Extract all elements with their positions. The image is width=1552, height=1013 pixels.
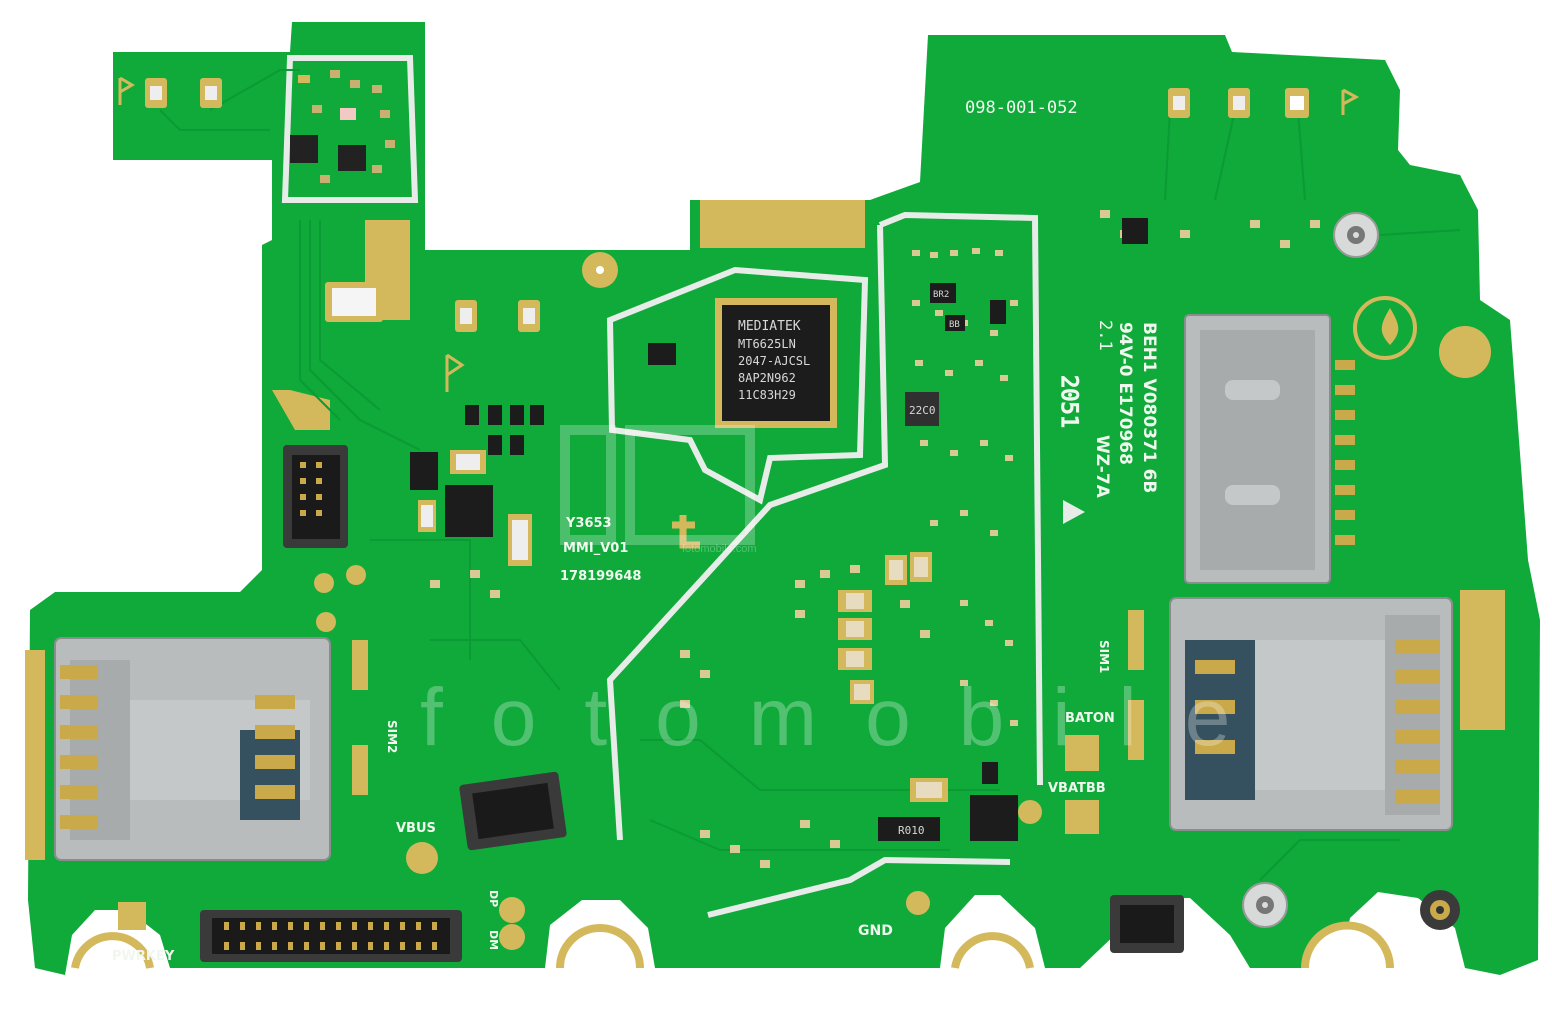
br2-label: BR2 [933,290,949,300]
chip-line-2: 2047-AJCSL [738,354,810,368]
ul-line-2: 94V-0 E170968 [1115,322,1135,465]
dm-label: DM [487,930,500,950]
sim2-label: SIM2 [385,720,399,753]
date-code-label: 2051 [1056,375,1081,428]
moisture-indicator-icon [1353,296,1417,360]
pwrkey-label: PWRKEY [112,949,175,964]
sim-slot-left [54,637,331,861]
connector-pins [224,462,437,950]
mounting-holes [71,258,1394,969]
antenna-markers [118,76,1360,392]
watermark-small-text: fotomobile.com [682,543,757,555]
connectors [200,445,1184,962]
gnd-label: GND [858,923,893,939]
chip-line-4: 11C83H29 [738,388,796,402]
serial-label: 178199648 [560,569,641,584]
dp-label: DP [487,890,500,907]
chip-line-3: 8AP2N962 [738,371,796,385]
chip-line-1: MT6625LN [738,337,796,351]
version-label: MMI_V01 [563,541,628,556]
mediatek-chip: MEDIATEK MT6625LN 2047-AJCSL 8AP2N962 11… [648,298,837,428]
shield-frames [281,55,1043,918]
sim1-label: SIM1 [1097,640,1111,673]
chip-brand: MEDIATEK [738,319,801,334]
silkscreen-labels: 098-001-052 Y3653 MMI_V01 178199648 VBUS… [112,98,1159,964]
capacitors: 22C0 [838,392,948,802]
traces [159,69,1461,881]
rf-components-top-left [290,70,395,183]
rf-coax-connectors [1242,212,1460,930]
water-drop-icon [1381,308,1399,345]
sim-slot-right [1169,597,1453,831]
resistor-label: R010 [898,824,925,837]
manufacturer-logo [672,515,700,549]
sd-card-slot [1184,314,1355,584]
power-components [410,405,544,566]
antenna-pads [145,78,1309,332]
watermark-text: fotomobile [420,672,1278,763]
watermark: fotomobile fotomobile.com [420,425,1278,763]
ul-line-1: WZ-7A [1092,435,1112,499]
bb-label: BB [949,320,960,330]
inductor-label: 22C0 [909,404,936,417]
board-logos [672,296,1417,549]
model-code-label: Y3653 [565,516,612,531]
ul-line-3: BEH1 V080371 6B [1139,322,1159,493]
vbus-label: VBUS [396,821,436,836]
small-ics: BR2 BB R010 [878,218,1148,841]
recycle-triangle-icon [1063,500,1085,524]
baton-label: BATON [1065,711,1115,726]
vbatbb-label: VBATBB [1048,781,1106,796]
rev-label: 2.1 [1095,320,1115,351]
part-number-label: 098-001-052 [965,98,1078,118]
